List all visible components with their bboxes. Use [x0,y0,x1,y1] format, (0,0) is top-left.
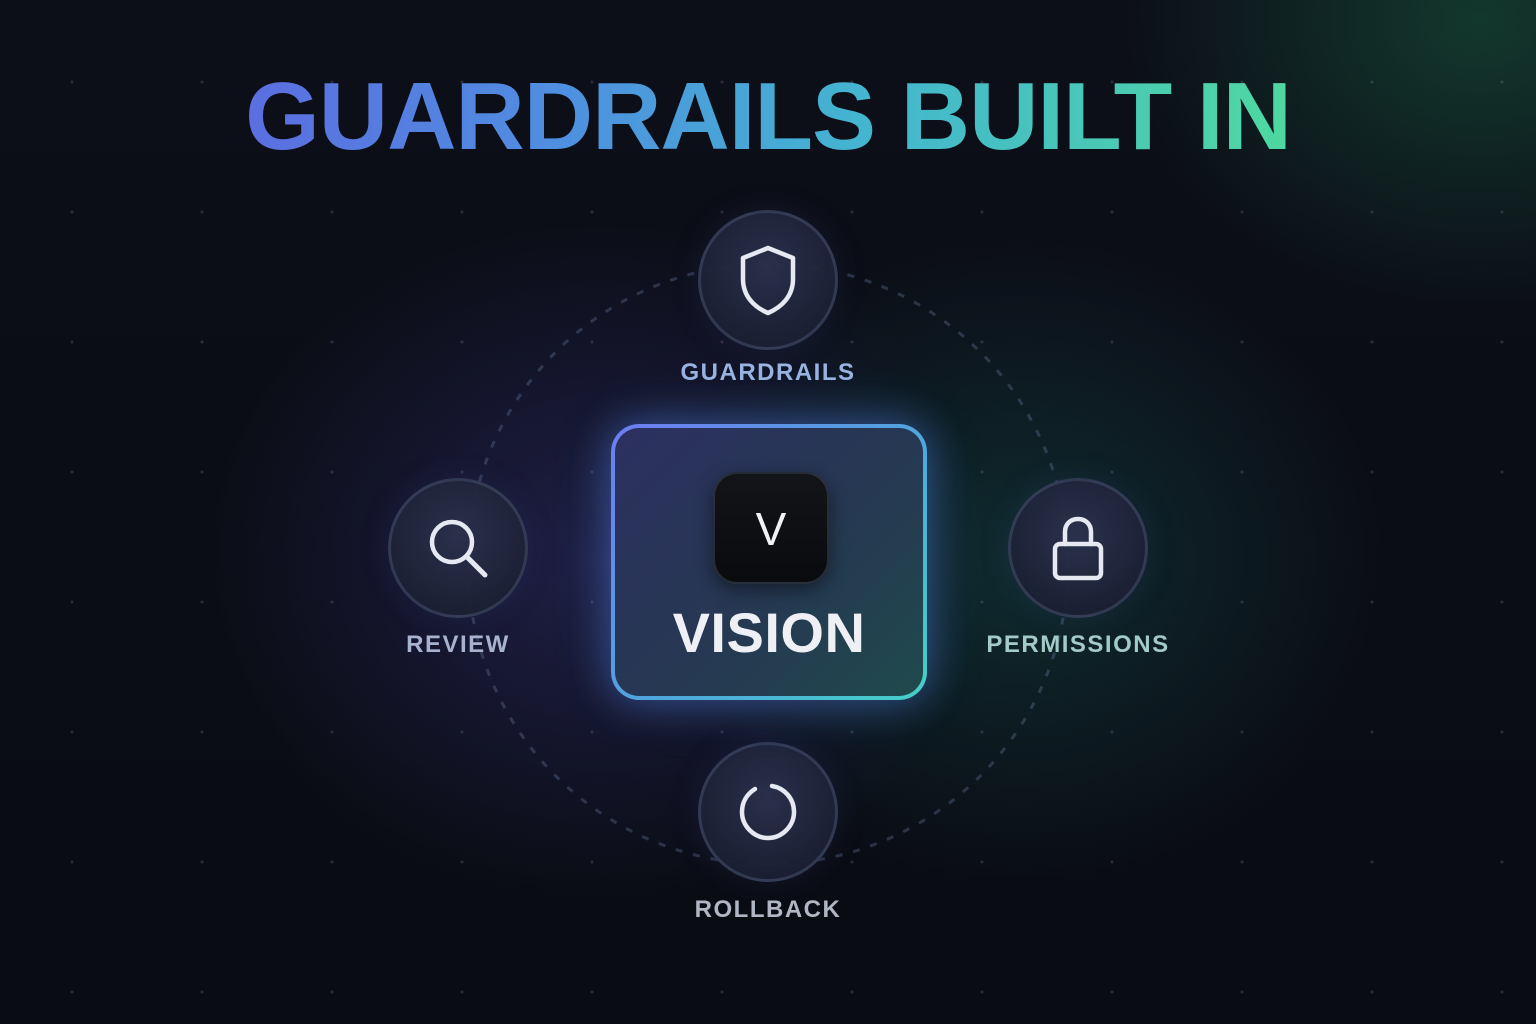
rollback-icon [732,776,804,848]
node-review [388,478,528,618]
v-logo-icon: V [756,503,787,553]
shield-icon [736,243,800,317]
svg-text:V: V [756,503,787,553]
node-rollback [698,742,838,882]
node-label-permissions: PERMISSIONS [986,631,1170,658]
node-label-review: REVIEW [406,631,510,658]
lock-icon [1048,512,1108,584]
node-label-rollback: ROLLBACK [694,896,842,923]
node-label-guardrails: GUARDRAILS [680,359,856,386]
center-card-vision: V VISION [611,424,927,700]
page-title: GUARDRAILS BUILT IN [245,63,1292,170]
node-permissions [1008,478,1148,618]
center-label: VISION [672,601,866,664]
search-icon [422,512,494,584]
node-guardrails [698,210,838,350]
app-icon: V [713,472,829,584]
